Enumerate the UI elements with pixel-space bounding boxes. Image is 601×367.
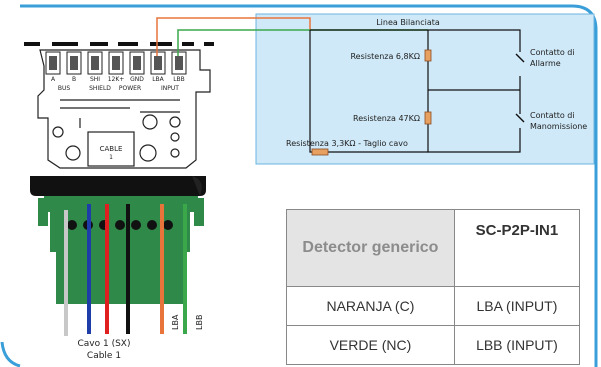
resistor-3k3: [311, 148, 329, 156]
table-header-row: Detector generico SC-P2P-IN1: [286, 209, 581, 287]
resistor-label-47k: Resistenza 47KΩ: [353, 114, 420, 123]
table-cell-input: LBA (INPUT): [453, 286, 581, 326]
wire-tag-lbb: LBB: [195, 315, 204, 330]
pcb-board: [37, 49, 211, 169]
table-header-detector: Detector generico: [286, 209, 455, 287]
table-header-model: SC-P2P-IN1: [453, 209, 581, 287]
device-outline-dashes: [24, 42, 214, 46]
group-label-power: POWER: [119, 85, 141, 92]
orange-wire-top: [156, 17, 311, 56]
terminal-blocks: [45, 51, 187, 75]
tamper-contact-label-line2: Manomissione: [530, 122, 587, 131]
group-label-bus: BUS: [58, 85, 71, 92]
schematic-panel: [255, 13, 595, 165]
cable-label: CABLE: [100, 145, 123, 153]
alarm-contact-label-line2: Allarme: [530, 59, 561, 68]
cable-wires: [64, 204, 187, 336]
schematic-lines: [309, 29, 525, 153]
resistor-label-6k8: Resistenza 6,8KΩ: [350, 52, 420, 61]
terminal-label-12k: 12K+: [108, 76, 125, 83]
table-row: NARANJA (C) LBA (INPUT): [286, 286, 581, 326]
terminal-label-lbb: LBB: [173, 76, 185, 83]
cable-number: 1: [109, 154, 113, 161]
line-label: Linea Bilanciata: [376, 18, 440, 27]
tamper-contact-label-line1: Contatto di: [530, 111, 575, 120]
table-cell-input: LBB (INPUT): [453, 325, 581, 365]
group-label-input: INPUT: [161, 85, 179, 92]
wiring-table: Detector generico SC-P2P-IN1 NARANJA (C)…: [286, 209, 581, 365]
wire-tag-lba: LBA: [171, 314, 180, 330]
outer-frame: [20, 4, 598, 367]
table-row: VERDE (NC) LBB (INPUT): [286, 325, 581, 365]
terminal-label-gnd: GND: [130, 76, 144, 83]
cable-cap-arc: [192, 176, 202, 196]
alarm-contact-label-line1: Contatto di: [530, 48, 575, 57]
terminal-label-lba: LBA: [152, 76, 164, 83]
cable-caption-line2: Cable 1: [87, 351, 121, 361]
terminal-label-a: A: [51, 76, 56, 83]
resistor-label-3k3: Resistenza 3,3KΩ - Taglio cavo: [286, 139, 408, 148]
outer-frame-left: [0, 341, 21, 367]
group-label-shield: SHIELD: [89, 85, 111, 92]
table-cell-detector: VERDE (NC): [286, 325, 455, 365]
cable-caption-line1: Cavo 1 (SX): [78, 339, 131, 349]
green-connector: [38, 196, 204, 304]
terminal-label-shi: SHI: [90, 76, 100, 83]
cable-cap: [30, 176, 206, 196]
table-cell-detector: NARANJA (C): [286, 286, 455, 326]
terminal-label-b: B: [72, 76, 76, 83]
resistor-6k8: [424, 49, 432, 62]
resistor-47k: [424, 111, 432, 125]
